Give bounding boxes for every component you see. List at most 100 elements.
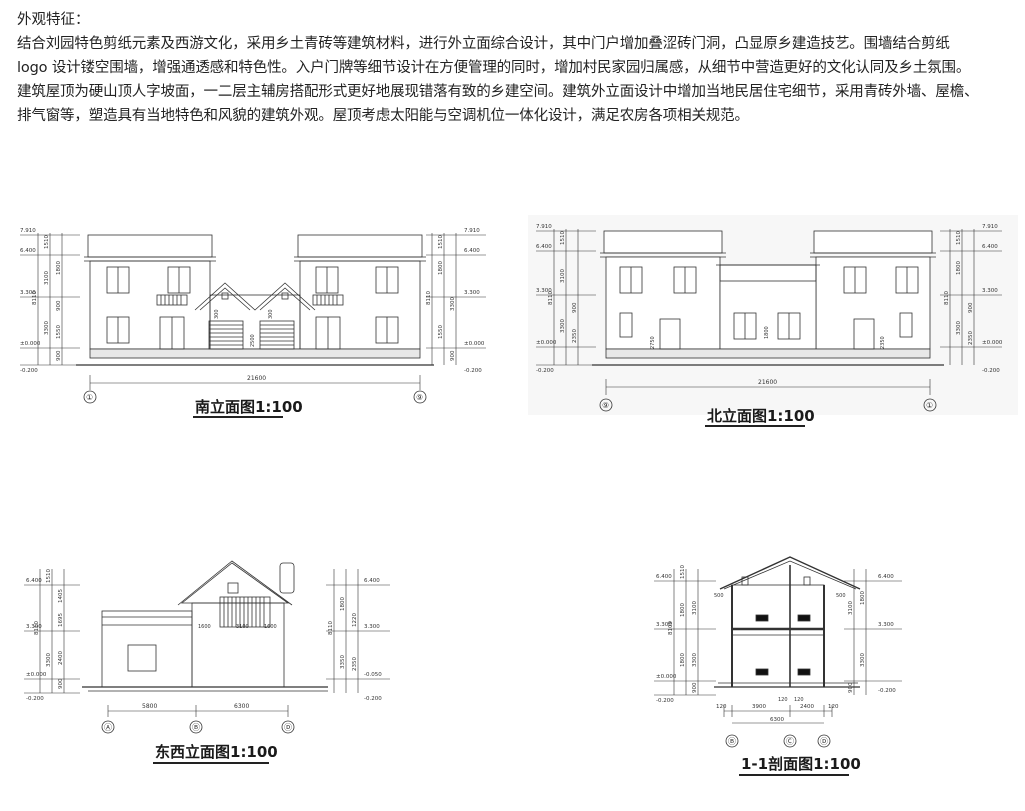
- axis-marker: Ⓑ: [728, 737, 736, 746]
- axis-marker: ①: [86, 393, 93, 402]
- dim-label: 1800: [956, 261, 962, 275]
- dim-label: 900: [848, 682, 854, 693]
- caption-underline: [739, 774, 849, 776]
- inner-dim: 2750: [650, 336, 656, 349]
- dim-label: 1800: [680, 653, 686, 667]
- inner-dim: 2500: [250, 334, 256, 347]
- dim-label: 3100: [44, 271, 50, 285]
- section-heading: 外观特征：: [17, 12, 90, 28]
- dim-label: 900: [58, 678, 64, 689]
- level-label: 7.910: [464, 228, 480, 234]
- dim-label: 8110: [32, 291, 38, 305]
- level-label: 3.300: [364, 624, 380, 630]
- dim-label: 900: [572, 302, 578, 313]
- dim-label: 3100: [848, 601, 854, 615]
- dim-label: 1510: [44, 235, 50, 249]
- level-label: ±0.000: [982, 340, 1003, 346]
- level-label: 3.300: [656, 622, 672, 628]
- dim-label: 1510: [46, 569, 52, 583]
- dim-label: 1800: [438, 261, 444, 275]
- caption-underline: [705, 425, 805, 427]
- level-label: -0.200: [20, 368, 38, 374]
- level-label: 3.300: [26, 624, 42, 630]
- bottom-dim: 120: [716, 704, 727, 710]
- level-label: 6.400: [982, 244, 998, 250]
- level-label: ±0.000: [656, 674, 677, 680]
- level-label: -0.200: [536, 368, 554, 374]
- eastwest-elevation-caption: 东西立面图1:100: [155, 743, 278, 761]
- level-label: 3.300: [20, 290, 36, 296]
- level-label: -0.200: [878, 688, 896, 694]
- level-label: 3.300: [536, 288, 552, 294]
- inner-dim: 300: [268, 309, 274, 319]
- level-label: 6.400: [364, 578, 380, 584]
- dim-label: 1800: [860, 591, 866, 605]
- dim-label: 3350: [340, 655, 346, 669]
- section-drawing: 6.400 3.300 ±0.000 -0.200 1510 3100 1800…: [648, 555, 928, 750]
- level-label: -0.200: [656, 698, 674, 704]
- dim-label: 1510: [560, 231, 566, 245]
- inner-dim: 1800: [764, 326, 770, 339]
- dim-label: 1800: [56, 261, 62, 275]
- dim-label: 1550: [438, 325, 444, 339]
- inner-dim: 300: [214, 309, 220, 319]
- north-elevation-drawing: 7.910 6.400 3.300 ±0.000 -0.200 1510 310…: [528, 215, 1018, 415]
- level-label: -0.200: [364, 696, 382, 702]
- level-label: ±0.000: [464, 341, 485, 347]
- description-line-3: 建筑屋顶为硬山顶人字坡面，一二层主辅房搭配形式更好地展现错落有致的乡建空间。建筑…: [17, 84, 979, 100]
- width-label: 5800: [142, 703, 157, 710]
- description-block: 外观特征： 结合刘园特色剪纸元素及西游文化，采用乡土青砖等建筑材料，进行外立面综…: [17, 8, 1012, 128]
- bottom-dim: 120: [828, 704, 839, 710]
- inner-dim: 1600: [198, 624, 211, 630]
- south-elevation-caption: 南立面图1:100: [195, 398, 303, 416]
- axis-marker: Ⓑ: [192, 723, 200, 732]
- dim-label: 1695: [58, 613, 64, 627]
- level-label: 7.910: [20, 228, 36, 234]
- caption-underline: [193, 416, 283, 418]
- level-label: -0.050: [364, 672, 382, 678]
- building-section: [714, 556, 861, 688]
- dim-label: 8110: [328, 621, 334, 635]
- dim-label: 1510: [680, 565, 686, 579]
- dim-label: 8110: [426, 291, 432, 305]
- axis-marker: ①: [926, 401, 933, 410]
- dim-label: 8110: [944, 291, 950, 305]
- level-label: 7.910: [982, 224, 998, 230]
- inner-dim: 120: [794, 697, 804, 703]
- description-line-1: 结合刘园特色剪纸元素及西游文化，采用乡土青砖等建筑材料，进行外立面综合设计，其中…: [17, 36, 950, 52]
- total-width-label: 21600: [758, 379, 777, 386]
- dim-label: 3300: [692, 653, 698, 667]
- description-line-2: logo 设计镂空围墙，增强通透感和特色性。入户门牌等细节设计在方便管理的同时，…: [17, 60, 971, 76]
- level-label: 6.400: [26, 578, 42, 584]
- dim-label: 1800: [340, 597, 346, 611]
- dim-label: 2350: [352, 657, 358, 671]
- level-label: -0.200: [26, 696, 44, 702]
- axis-marker: Ⓓ: [284, 723, 292, 732]
- dim-label: 1220: [352, 613, 358, 627]
- level-label: -0.200: [464, 368, 482, 374]
- bottom-dim: 2400: [800, 704, 814, 710]
- dim-label: 1510: [438, 235, 444, 249]
- eastwest-elevation-drawing: 6.400 3.300 ±0.000 -0.200 1510 1405 1695…: [18, 555, 398, 735]
- level-label: ±0.000: [20, 341, 41, 347]
- dim-label: 8109: [668, 621, 674, 635]
- dim-label: 900: [56, 350, 62, 361]
- dim-label: 900: [450, 350, 456, 361]
- axis-marker: Ⓐ: [104, 723, 112, 732]
- description-line-4: 排气窗等，塑造具有当地特色和风貌的建筑外观。屋顶考虑太阳能与空调机位一体化设计，…: [17, 108, 749, 124]
- axis-marker: ⑨: [416, 393, 423, 402]
- level-label: 6.400: [464, 248, 480, 254]
- inner-dim: 500: [836, 593, 846, 599]
- left-dimension-chain: [20, 233, 80, 366]
- inner-dim: 500: [714, 593, 724, 599]
- building-outline: [592, 230, 944, 366]
- north-elevation-caption: 北立面图1:100: [707, 407, 815, 425]
- dim-label: 3300: [956, 321, 962, 335]
- level-label: 3.300: [464, 290, 480, 296]
- dim-label: 8110: [34, 621, 40, 635]
- caption-underline: [153, 762, 269, 764]
- level-label: 3.300: [982, 288, 998, 294]
- level-label: 6.400: [878, 574, 894, 580]
- dim-label: 2350: [968, 331, 974, 345]
- level-label: 6.400: [656, 574, 672, 580]
